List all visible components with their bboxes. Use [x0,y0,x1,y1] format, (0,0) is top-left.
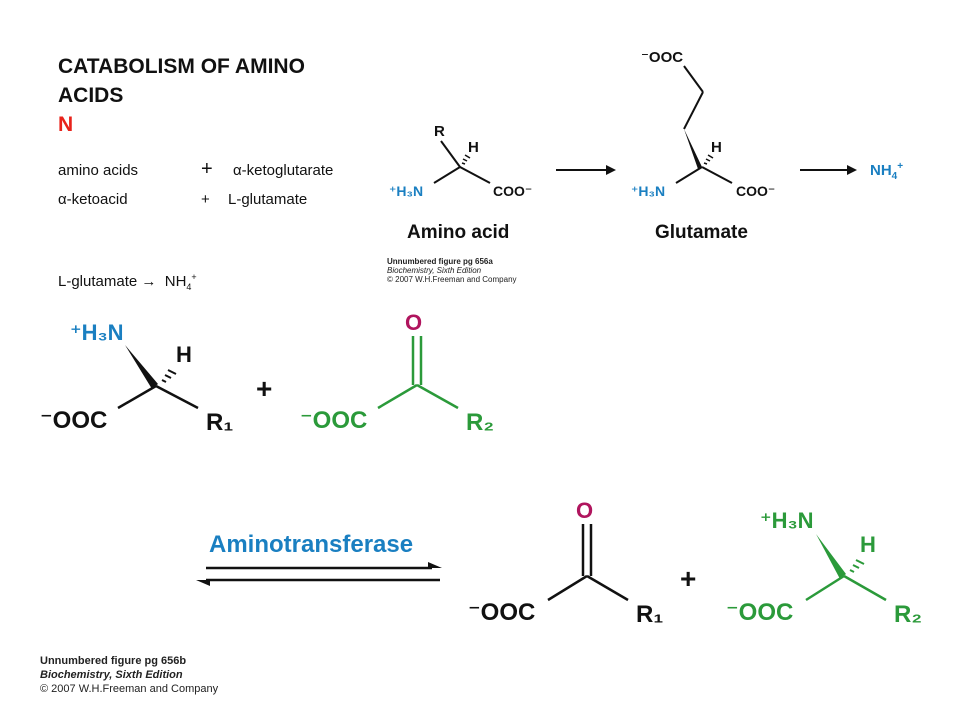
svg-text:R₂: R₂ [894,601,922,628]
reaction-line-2: α-ketoacid + L-glutamate [58,191,307,208]
equilibrium-arrows [196,562,442,586]
arrow-icon: → [141,273,157,290]
plus-sign-2: + [680,563,696,594]
svg-text:H: H [860,532,876,557]
substrate-amino-acid: ⁺H₃N H ⁻OOC R₁ [40,320,233,436]
figure-b-credit: Unnumbered figure pg 656b Biochemistry, … [40,655,219,695]
ammonium-label: ⁺H₃N [389,183,423,199]
svg-text:⁺H₃N: ⁺H₃N [631,183,665,199]
title-n: N [58,113,74,136]
reaction-arrow-2 [800,165,857,175]
product-amino-acid: ⁺H₃N H ⁻OOC R₂ [726,508,922,628]
svg-text:H: H [711,139,722,156]
label-amino-acid: Amino acid [407,222,509,243]
r-group-label: R [434,123,445,140]
row1-right: α-ketoglutarate [233,162,334,179]
amino-acid-molecule: R H ⁺H₃N COO⁻ Amino acid [389,123,532,243]
reaction-arrow-1 [556,165,616,175]
carboxylate-label: COO⁻ [493,183,532,199]
title-line-2: ACIDS [58,84,124,107]
row2-left: α-ketoacid [58,191,128,208]
svg-text:O: O [576,498,593,523]
plus-sign-1: + [256,373,272,404]
label-glutamate: Glutamate [655,222,748,243]
svg-text:R₁: R₁ [636,601,663,628]
svg-text:⁻OOC: ⁻OOC [726,599,793,626]
reaction-line-1: amino acids + α-ketoglutarate [58,158,333,180]
enzyme-label: Aminotransferase [209,531,413,558]
svg-text:O: O [405,310,422,335]
svg-text:H: H [176,342,192,367]
svg-text:⁻OOC: ⁻OOC [300,407,367,434]
row1-plus: + [201,158,213,180]
svg-text:R₁: R₁ [206,409,233,436]
hashed-bond [461,154,471,165]
side-chain-carboxylate: ⁻OOC [641,49,683,66]
slide-title: CATABOLISM OF AMINO ACIDS N [58,52,305,139]
alpha-symbol: α [58,191,67,208]
row1-left: amino acids [58,162,139,179]
reaction-line-3: L-glutamate → NH4+ [58,272,197,292]
nh4-product: NH4+ [870,161,903,182]
row2-right: L-glutamate [228,191,308,208]
svg-text:⁺H₃N: ⁺H₃N [760,508,814,533]
row3-left: L-glutamate [58,273,138,290]
h-label: H [468,139,479,156]
alpha-symbol: α [233,162,242,179]
svg-text:R₂: R₂ [466,409,494,436]
svg-text:⁺H₃N: ⁺H₃N [70,320,124,345]
figure-a-credit: Unnumbered figure pg 656a Biochemistry, … [387,257,517,284]
title-line-1: CATABOLISM OF AMINO [58,55,305,78]
glutamate-molecule: ⁻OOC H ⁺H₃N COO⁻ Glutamate [631,49,775,243]
r-bond [440,140,461,168]
svg-text:⁻OOC: ⁻OOC [40,407,107,434]
svg-text:COO⁻: COO⁻ [736,183,775,199]
row2-plus: + [201,191,210,208]
substrate-ketoacid: O ⁻OOC R₂ [300,310,494,436]
row3-right: NH4+ [164,272,197,292]
svg-text:⁻OOC: ⁻OOC [468,599,535,626]
product-ketoacid: O ⁻OOC R₁ [468,498,663,628]
